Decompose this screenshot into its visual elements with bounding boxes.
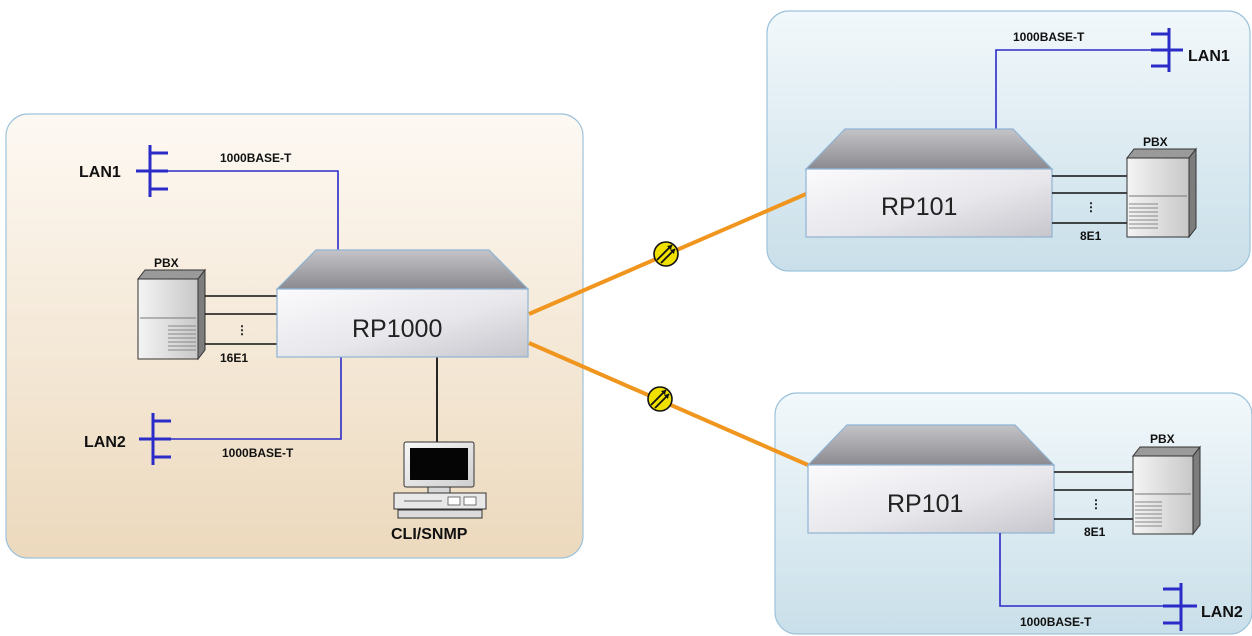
pbx-server-icon — [1131, 445, 1202, 536]
local-e1-label: 16E1 — [220, 351, 248, 365]
pbx-server-icon — [136, 268, 207, 361]
pbx-server-icon — [1125, 147, 1198, 239]
link-signal-icon — [653, 241, 679, 267]
e1-lines — [1054, 471, 1133, 520]
lan1-link-label: 1000BASE-T — [220, 151, 292, 165]
remote1-device-label: RP101 — [881, 193, 957, 221]
remote1-lan-cable — [995, 49, 1151, 132]
lan1-cable — [168, 170, 339, 252]
remote1-e1-dots: ⋮ — [1085, 200, 1097, 214]
e1-lines — [1052, 175, 1127, 224]
rp101-device — [806, 424, 1056, 534]
lan2-cable — [171, 357, 342, 440]
rp1000-label: RP1000 — [352, 315, 442, 343]
remote2-lan-label: LAN2 — [1201, 604, 1243, 621]
rp101-device — [804, 128, 1054, 238]
local-e1-dots: ⋮ — [236, 323, 248, 337]
remote2-device-label: RP101 — [887, 490, 963, 518]
remote2-link-label: 1000BASE-T — [1020, 615, 1092, 629]
remote2-e1-dots: ⋮ — [1090, 497, 1102, 511]
rp1000-device — [275, 249, 530, 358]
lan2-label: LAN2 — [84, 434, 126, 451]
remote1-link-label: 1000BASE-T — [1013, 30, 1085, 44]
remote1-pbx-label: PBX — [1143, 135, 1168, 149]
e1-lines — [205, 295, 277, 345]
remote1-e1-label: 8E1 — [1080, 229, 1102, 243]
remote2-e1-label: 8E1 — [1084, 525, 1106, 539]
remote2-lan-cable — [999, 533, 1163, 607]
lan-connector-icon — [139, 413, 171, 465]
lan-connector-icon — [136, 145, 168, 197]
remote2-pbx-label: PBX — [1150, 432, 1175, 446]
lan2-link-label: 1000BASE-T — [222, 446, 294, 460]
lan-connector-icon — [1163, 583, 1197, 631]
remote1-lan-label: LAN1 — [1188, 48, 1230, 65]
link-signal-icon — [647, 386, 673, 412]
local-pbx-label: PBX — [154, 256, 179, 270]
computer-terminal-icon — [393, 441, 487, 519]
lan-connector-icon — [1151, 28, 1183, 72]
management-label: CLI/SNMP — [391, 526, 468, 543]
lan1-label: LAN1 — [79, 164, 121, 181]
